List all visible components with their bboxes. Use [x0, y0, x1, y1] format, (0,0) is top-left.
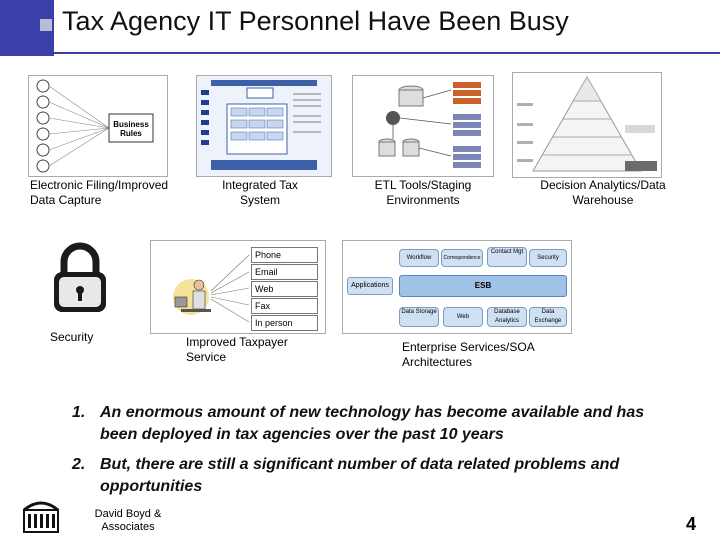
soa-box-contact-mgt: Contact Mgt: [487, 247, 527, 267]
soa-box-correspondence: Correspondence: [441, 249, 483, 267]
title-bar: [0, 0, 720, 56]
page-number: 4: [686, 514, 697, 534]
list-item-number: 1.: [72, 404, 86, 421]
taxpayer-service-diagram: Phone Email Web Fax In person: [150, 240, 326, 334]
integrated-tax-diagram: [196, 75, 332, 177]
soa-box-web: Web: [443, 307, 483, 327]
channel-email: Email: [251, 264, 318, 280]
soa-box-data-exchange: Data Exchange: [529, 307, 567, 327]
key-points-list: 1. An enormous amount of new technology …: [72, 402, 672, 506]
soa-box-security: Security: [529, 249, 567, 267]
business-rules-diagram: Business Rules: [28, 75, 168, 177]
title-bullet-icon: [40, 19, 52, 31]
footer-company-name: David Boyd & Associates: [94, 508, 162, 533]
soa-box-applications: Applications: [347, 277, 393, 295]
caption-enterprise-services: Enterprise Services/SOA Architectures: [402, 340, 535, 369]
analytics-pyramid-diagram: [512, 72, 662, 178]
soa-box-database-analytics: Database Analytics: [487, 307, 527, 327]
soa-box-data-storage: Data Storage: [399, 307, 439, 327]
caption-etl-tools: ETL Tools/Staging Environments: [374, 178, 472, 207]
channel-in-person: In person: [251, 315, 318, 331]
caption-decision-analytics: Decision Analytics/Data Warehouse: [540, 178, 666, 207]
slide-title: Tax Agency IT Personnel Have Been Busy: [62, 6, 569, 36]
company-logo-icon: [20, 496, 62, 536]
channel-web: Web: [251, 281, 318, 297]
padlock-icon: [50, 242, 110, 314]
list-item: 1. An enormous amount of new technology …: [72, 402, 672, 446]
caption-integrated-tax: Integrated Tax System: [222, 178, 298, 207]
title-divider: [54, 52, 720, 54]
channel-phone: Phone: [251, 247, 318, 263]
list-item-text: But, there are still a significant numbe…: [100, 456, 620, 495]
business-rules-box-label: Business Rules: [113, 120, 149, 138]
channel-fax: Fax: [251, 298, 318, 314]
soa-architecture-diagram: Workflow Correspondence Contact Mgt Secu…: [342, 240, 572, 334]
soa-esb-bus: ESB: [399, 275, 567, 297]
list-item: 2. But, there are still a significant nu…: [72, 454, 672, 498]
list-item-number: 2.: [72, 456, 86, 473]
list-item-text: An enormous amount of new technology has…: [100, 404, 645, 443]
caption-taxpayer-service: Improved Taxpayer Service: [186, 335, 288, 364]
soa-box-workflow: Workflow: [399, 249, 439, 267]
etl-diagram: [352, 75, 494, 177]
caption-electronic-filing: Electronic Filing/Improved Data Capture: [30, 178, 169, 207]
caption-security: Security: [50, 330, 94, 344]
